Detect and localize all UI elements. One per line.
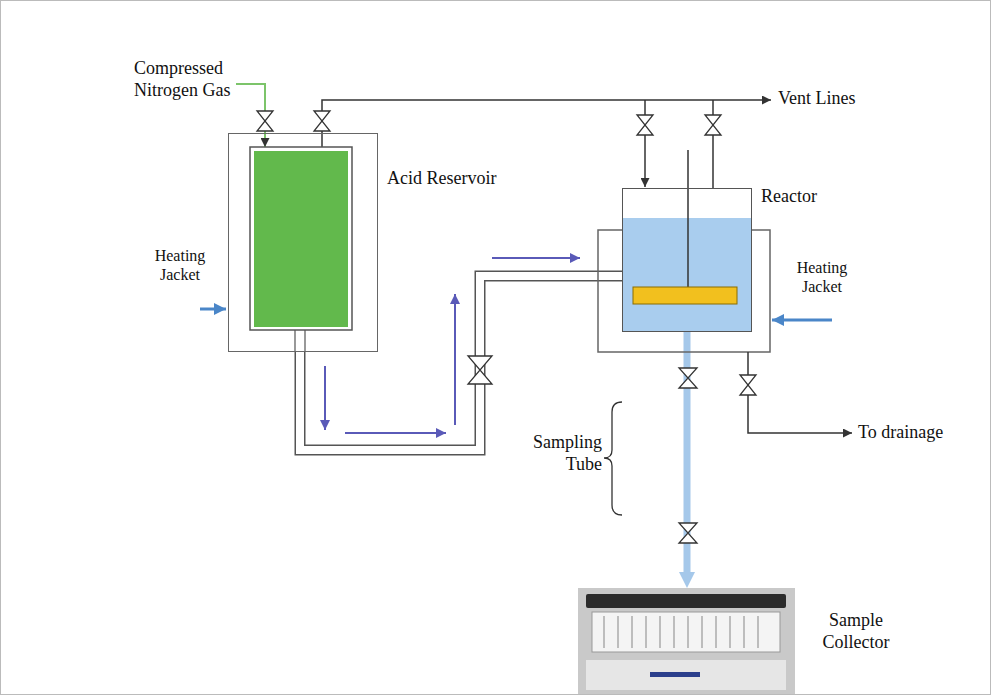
nitrogen-line xyxy=(236,84,265,111)
collector-base xyxy=(586,660,786,690)
flow-arrow xyxy=(345,432,446,434)
valve-symbol xyxy=(740,375,756,395)
flow-arrow xyxy=(454,294,456,425)
stirrer-shaft xyxy=(687,150,689,288)
valve-symbol xyxy=(679,368,697,388)
sample-collector: Sample Collector xyxy=(578,588,795,694)
valve-symbol xyxy=(637,115,653,135)
sampling-label: Sampling Tube xyxy=(528,432,602,475)
jacket-label: Heating Jacket xyxy=(782,258,862,296)
jacket-label: Heating Jacket xyxy=(140,246,220,284)
node-label: Sample Collector xyxy=(810,610,902,653)
acid-fill xyxy=(254,151,348,327)
collector-rack xyxy=(592,612,780,652)
valve-symbol xyxy=(705,115,721,135)
valve-symbol xyxy=(314,111,330,131)
drain-line xyxy=(747,352,749,375)
heating-arrow xyxy=(772,319,832,322)
gas-label: Compressed Nitrogen Gas xyxy=(134,58,246,101)
collector-photo xyxy=(578,588,795,694)
drain-label: To drainage xyxy=(858,422,943,444)
heating-arrow xyxy=(200,308,226,311)
bracket xyxy=(604,402,622,515)
vent-label: Vent Lines xyxy=(778,88,855,110)
vent-line xyxy=(644,100,646,115)
valve-symbol xyxy=(257,111,273,131)
collector-tubes xyxy=(604,616,758,648)
outlet-pipe xyxy=(295,330,305,352)
stirrer-paddle xyxy=(633,287,737,304)
flow-arrow xyxy=(492,257,580,259)
valve-symbol xyxy=(468,356,492,384)
valve-symbol xyxy=(679,523,697,543)
flow-arrow xyxy=(324,366,326,430)
collector-arm xyxy=(586,594,786,608)
reactor-inlet-arrow xyxy=(644,135,646,187)
vent-line xyxy=(712,135,714,188)
collector-display xyxy=(650,672,700,677)
vent-header-line xyxy=(322,100,771,111)
reservoir-vessel xyxy=(250,147,352,330)
reactor-vessel: Reactor xyxy=(622,188,752,332)
node-label: Acid Reservoir xyxy=(387,168,496,190)
vent-line xyxy=(712,100,714,115)
reactor-liquid xyxy=(623,218,751,331)
acid-reservoir-jacket: Acid Reservoir xyxy=(228,133,378,352)
drain-line xyxy=(748,395,852,433)
node-label: Reactor xyxy=(761,186,817,208)
